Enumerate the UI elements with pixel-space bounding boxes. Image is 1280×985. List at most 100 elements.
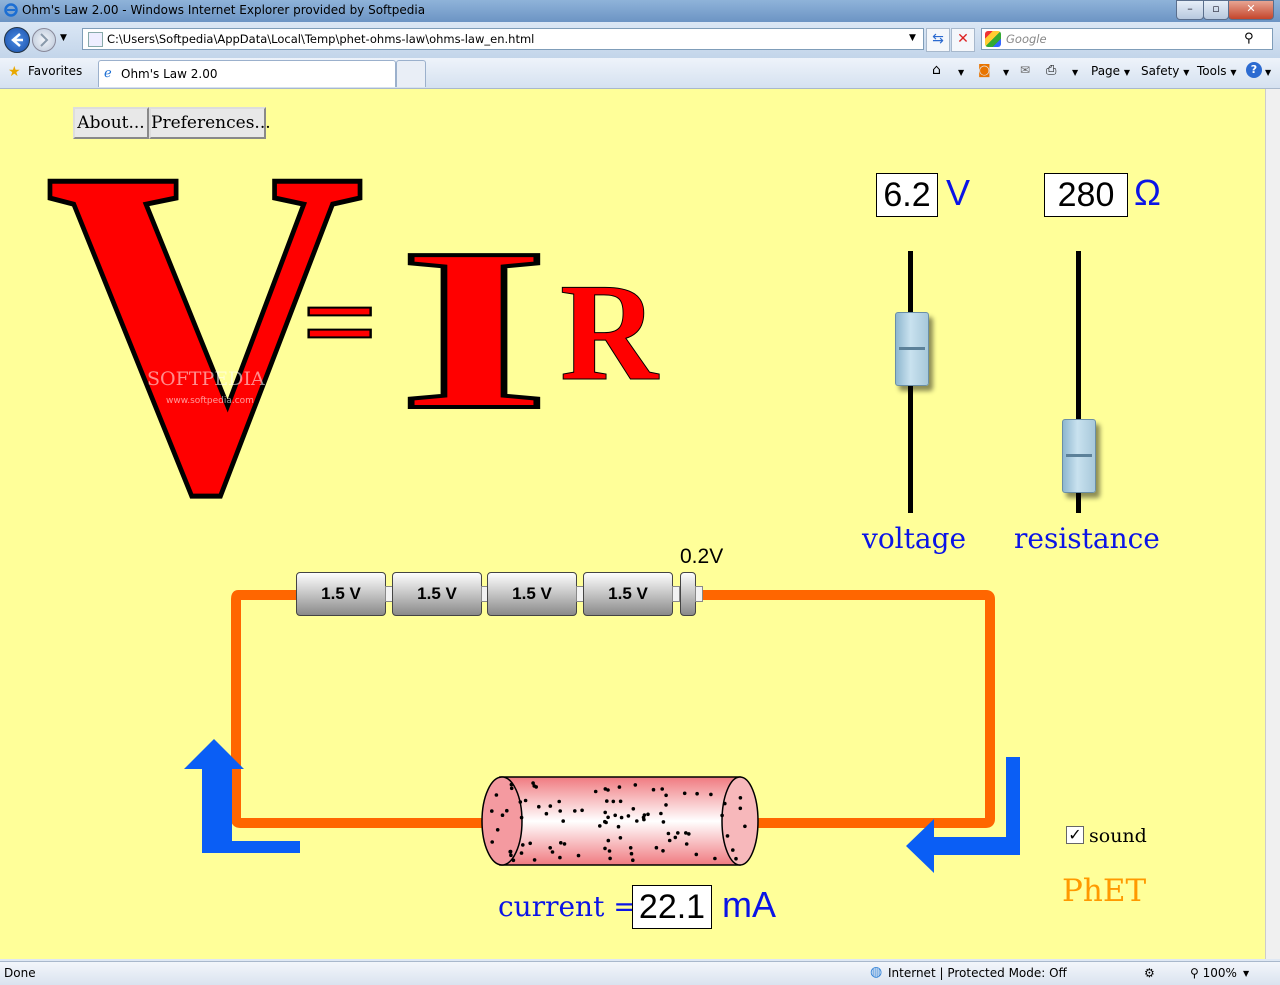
phet-simulation: About... Preferences... V = I R SOFTPEDI… bbox=[0, 89, 1265, 959]
status-tools-icon[interactable]: ⚙ bbox=[1144, 966, 1155, 980]
wire-left bbox=[231, 590, 496, 828]
equation-i: I bbox=[398, 201, 550, 458]
electron-dot bbox=[606, 838, 611, 843]
electron-dot bbox=[490, 840, 495, 844]
tools-menu-label: Tools bbox=[1197, 64, 1227, 78]
feeds-icon[interactable]: ◙ bbox=[978, 63, 991, 78]
home-dropdown-icon[interactable]: ▼ bbox=[958, 68, 965, 77]
electron-dot bbox=[651, 787, 656, 792]
resistance-label: resistance bbox=[1014, 522, 1160, 555]
voltage-value-box[interactable]: 6.2 bbox=[876, 173, 938, 217]
battery-terminal bbox=[672, 586, 680, 602]
status-bar: Done ◍ Internet | Protected Mode: Off ⚙ … bbox=[0, 961, 1280, 985]
electron-dot bbox=[654, 845, 659, 850]
electron-dot bbox=[617, 785, 622, 789]
mail-icon[interactable]: ✉ bbox=[1020, 63, 1031, 77]
electron-dot bbox=[598, 824, 602, 828]
home-icon[interactable]: ⌂ bbox=[932, 62, 941, 78]
electron-dot bbox=[695, 791, 699, 796]
status-text: Done bbox=[4, 966, 36, 980]
search-field[interactable]: Google ⚲ bbox=[981, 28, 1273, 50]
electron-dot bbox=[605, 799, 609, 803]
maximize-button[interactable]: ▫ bbox=[1203, 0, 1229, 20]
address-dropdown-icon[interactable]: ▼ bbox=[909, 33, 916, 43]
minimize-button[interactable]: – bbox=[1176, 0, 1204, 20]
resistance-slider-track[interactable] bbox=[1076, 251, 1081, 513]
print-dropdown-icon[interactable]: ▼ bbox=[1072, 68, 1079, 77]
zoom-control[interactable]: ⚲ 100% bbox=[1190, 966, 1237, 980]
electron-dot bbox=[603, 846, 607, 851]
preferences-button[interactable]: Preferences... bbox=[149, 107, 271, 139]
page-menu-label: Page bbox=[1091, 64, 1121, 78]
electron-dot bbox=[521, 843, 525, 847]
help-icon[interactable]: ? bbox=[1246, 62, 1262, 78]
electron-dot bbox=[558, 809, 562, 813]
electron-dot bbox=[557, 799, 561, 804]
electron-dot bbox=[490, 809, 494, 813]
tab-command-bar: ★ Favorites ℯ Ohm's Law 2.00 ⌂ ▼ ◙ ▼ ✉ ⎙… bbox=[0, 58, 1280, 89]
electron-dot bbox=[631, 858, 635, 862]
resistance-value-box[interactable]: 280 bbox=[1044, 173, 1128, 217]
electron-dot bbox=[661, 820, 666, 824]
sound-checkbox[interactable]: ✓ bbox=[1066, 826, 1084, 844]
current-unit: mA bbox=[722, 884, 776, 925]
electron-dot bbox=[608, 856, 612, 861]
electron-dot bbox=[664, 803, 668, 807]
new-tab-button[interactable] bbox=[396, 60, 426, 87]
small-battery bbox=[680, 572, 696, 616]
safety-menu-label: Safety bbox=[1141, 64, 1180, 78]
electron-dot bbox=[603, 810, 607, 815]
electron-dot bbox=[548, 846, 552, 850]
phet-logo[interactable]: PhET bbox=[1062, 873, 1147, 909]
history-dropdown-icon[interactable]: ▼ bbox=[60, 33, 67, 43]
favorites-button[interactable]: Favorites bbox=[28, 64, 83, 78]
title-bar: Ohm's Law 2.00 - Windows Internet Explor… bbox=[0, 0, 1280, 22]
electron-dot bbox=[537, 804, 541, 809]
electron-dot bbox=[603, 819, 607, 824]
electron-dot bbox=[619, 815, 624, 820]
electron-dot bbox=[734, 856, 738, 861]
address-field[interactable]: C:\Users\Softpedia\AppData\Local\Temp\ph… bbox=[82, 28, 924, 50]
electron-dot bbox=[618, 799, 623, 804]
back-arrow-icon bbox=[11, 33, 23, 47]
checkmark-icon: ✓ bbox=[1068, 825, 1082, 844]
back-button[interactable] bbox=[4, 27, 30, 53]
softpedia-watermark: SOFTPEDIA bbox=[147, 368, 265, 390]
page-menu[interactable]: Page ▼ bbox=[1091, 64, 1130, 78]
resistor bbox=[481, 776, 759, 866]
equation-v: V bbox=[45, 89, 365, 509]
resistance-slider-thumb[interactable] bbox=[1062, 419, 1096, 493]
close-window-button[interactable]: ✕ bbox=[1228, 0, 1274, 20]
forward-button[interactable] bbox=[32, 28, 56, 52]
zoom-icon: ⚲ bbox=[1190, 966, 1199, 980]
about-button[interactable]: About... bbox=[73, 107, 149, 139]
electron-dot bbox=[673, 835, 678, 840]
tab-ohms-law[interactable]: ℯ Ohm's Law 2.00 bbox=[98, 60, 396, 87]
feeds-dropdown-icon[interactable]: ▼ bbox=[1003, 68, 1010, 77]
zoom-dropdown-icon[interactable]: ▼ bbox=[1243, 969, 1250, 978]
help-dropdown-icon[interactable]: ▼ bbox=[1265, 68, 1272, 77]
electron-dot bbox=[559, 841, 563, 845]
stop-button[interactable]: ✕ bbox=[951, 28, 975, 52]
electron-dot bbox=[509, 853, 513, 857]
electron-dot bbox=[664, 793, 668, 798]
address-toolbar: ▼ C:\Users\Softpedia\AppData\Local\Temp\… bbox=[0, 22, 1280, 58]
battery: 1.5 V bbox=[583, 572, 673, 616]
forward-arrow-icon bbox=[40, 33, 49, 47]
voltage-slider-thumb[interactable] bbox=[895, 312, 929, 387]
search-placeholder: Google bbox=[1006, 32, 1047, 46]
softpedia-watermark-url: www.softpedia.com bbox=[166, 396, 254, 406]
battery-terminal bbox=[695, 586, 703, 602]
electron-dot bbox=[519, 815, 524, 820]
print-icon[interactable]: ⎙ bbox=[1046, 63, 1057, 78]
globe-icon: ◍ bbox=[870, 964, 883, 980]
electron-dot bbox=[532, 858, 537, 862]
vertical-scrollbar[interactable] bbox=[1265, 89, 1280, 959]
search-icon[interactable]: ⚲ bbox=[1244, 31, 1254, 46]
battery: 1.5 V bbox=[392, 572, 482, 616]
safety-menu-arrow-icon: ▼ bbox=[1183, 68, 1190, 77]
tools-menu[interactable]: Tools ▼ bbox=[1197, 64, 1237, 78]
refresh-button[interactable]: ⇆ bbox=[926, 28, 950, 52]
current-arrow-left-icon bbox=[184, 739, 300, 853]
safety-menu[interactable]: Safety ▼ bbox=[1141, 64, 1189, 78]
